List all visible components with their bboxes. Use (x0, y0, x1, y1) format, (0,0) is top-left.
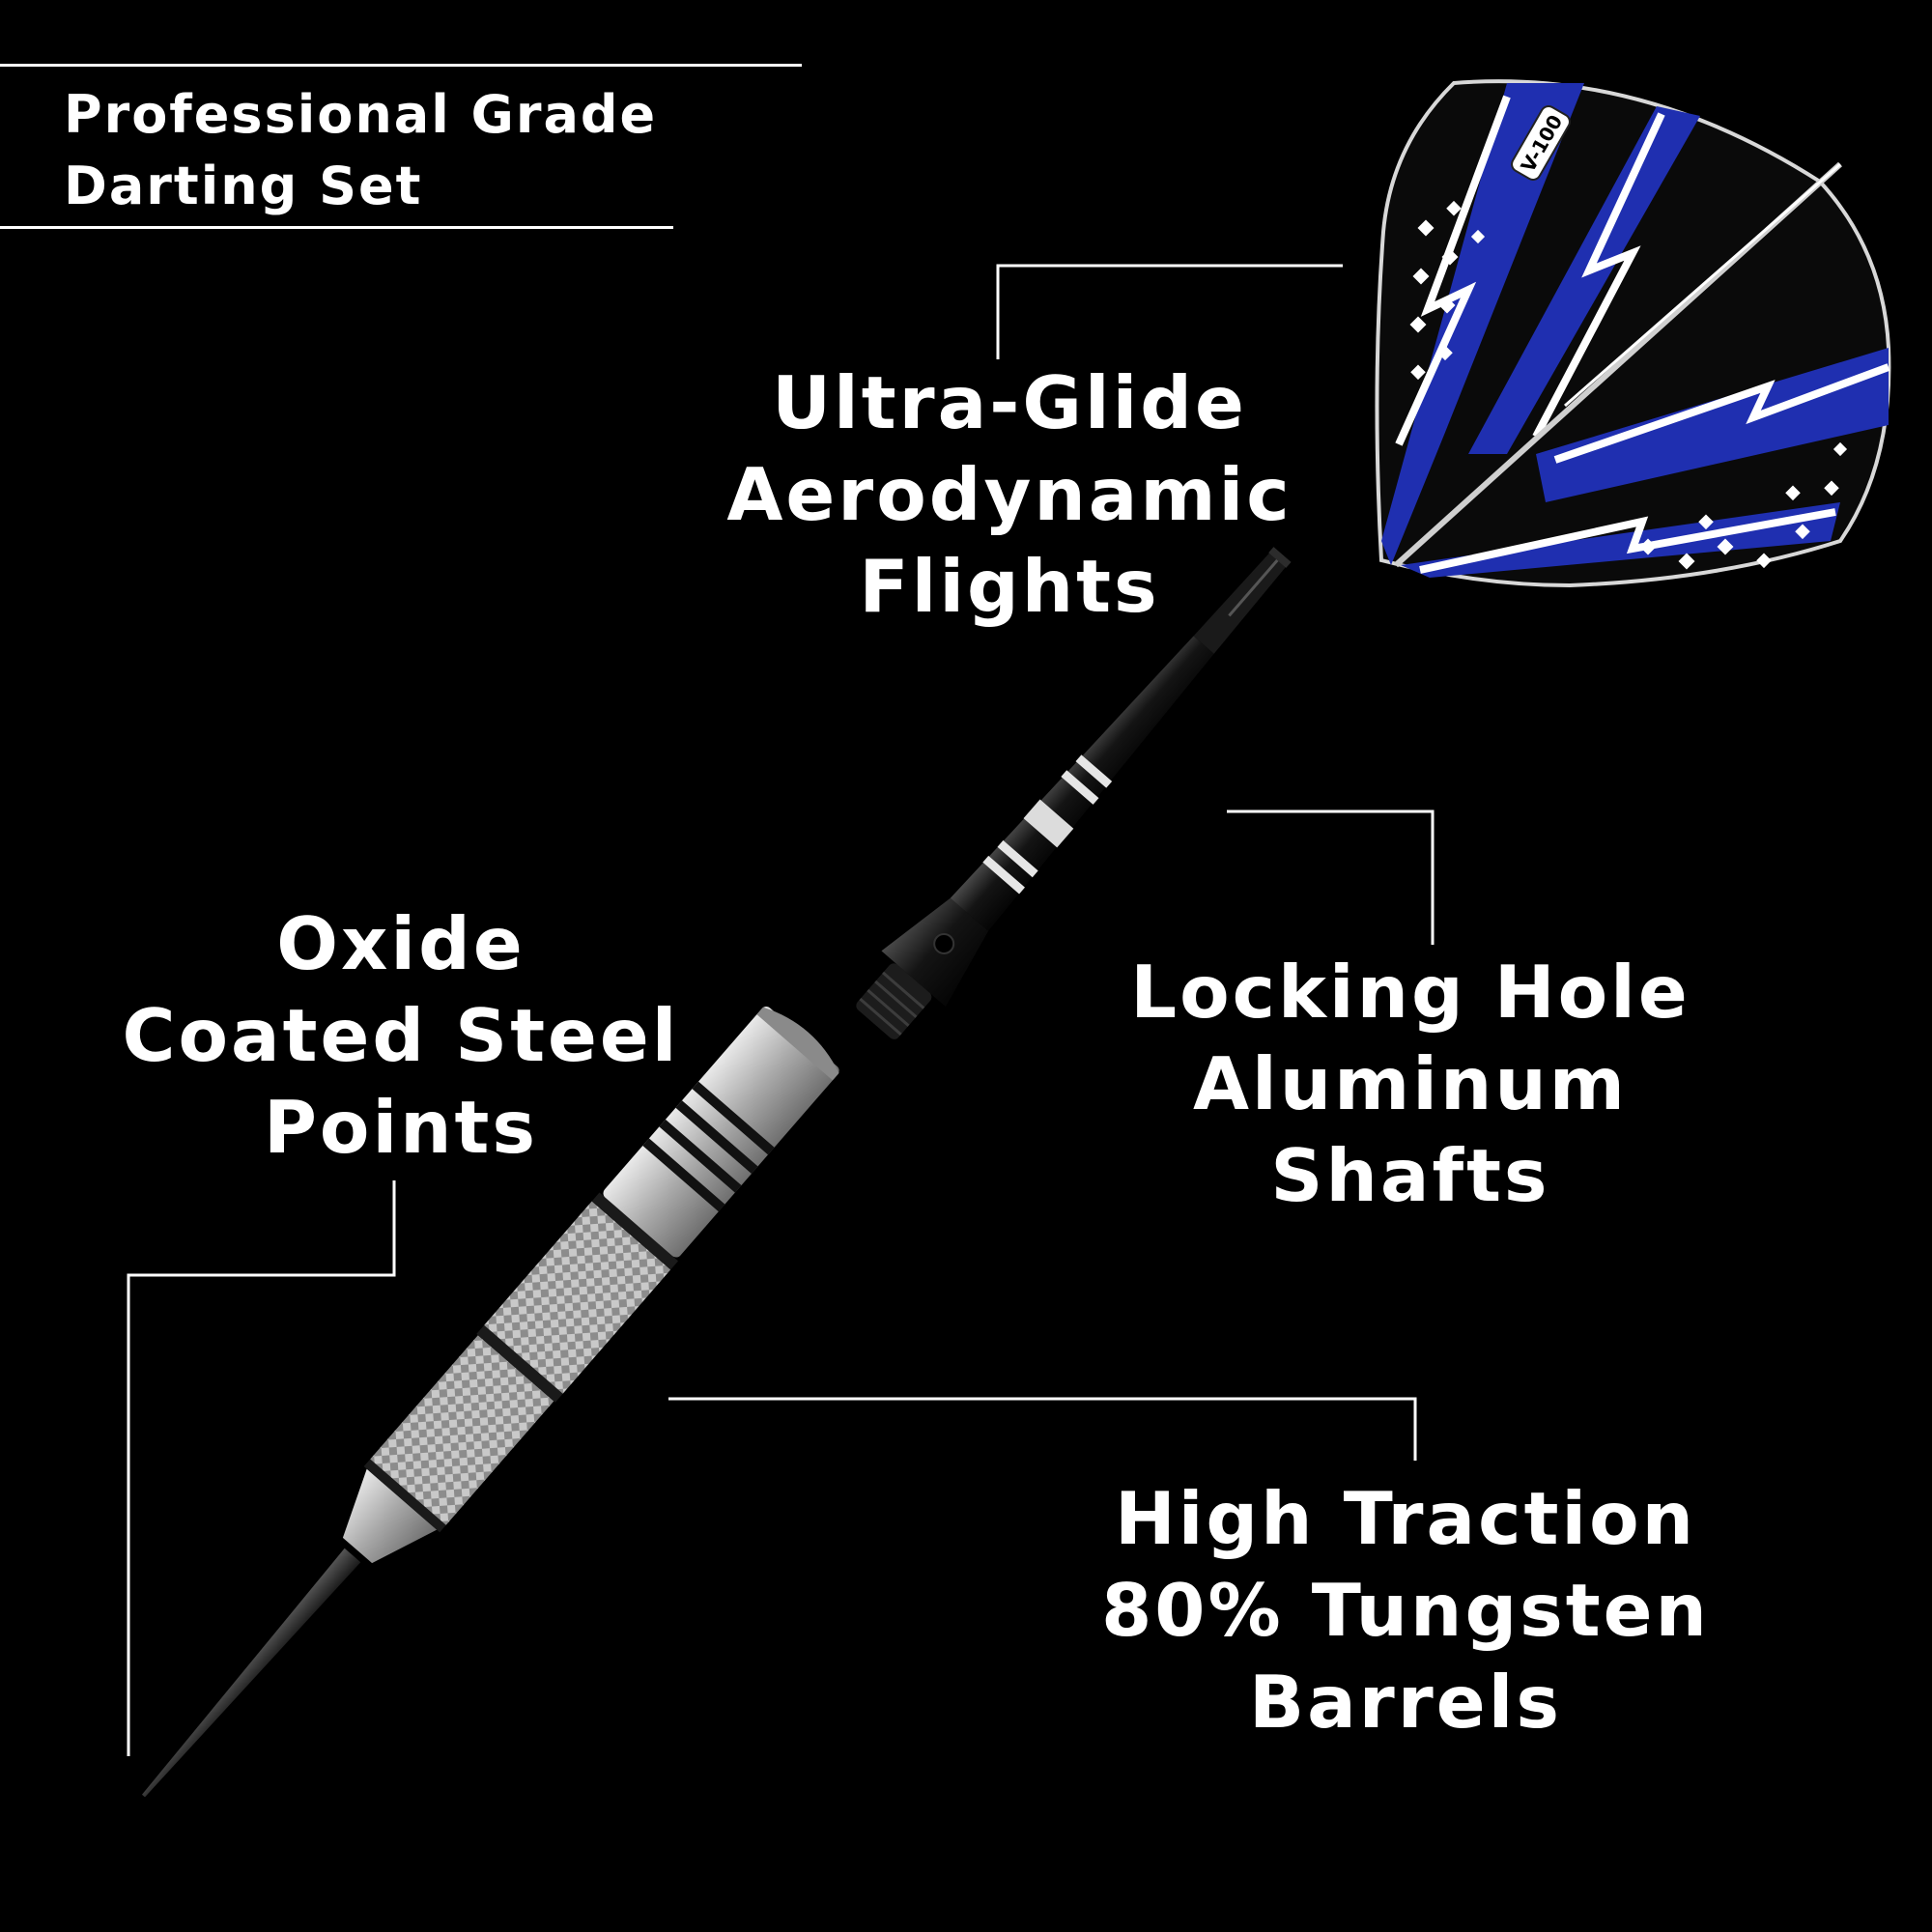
points-callout: Oxide Coated Steel Points (87, 898, 715, 1174)
shafts-leader-line (1227, 810, 1435, 945)
header-title: Professional Grade Darting Set (64, 79, 657, 222)
flights-callout-line-3: Flights (859, 544, 1160, 629)
flight-graphic: V-100 (1375, 79, 1891, 588)
tungsten-barrel (342, 1007, 839, 1564)
shafts-callout: Locking Hole Aluminum Shafts (1092, 947, 1729, 1222)
barrels-callout-line-1: High Traction (1114, 1476, 1697, 1561)
flights-callout-line-1: Ultra-Glide (772, 360, 1247, 445)
shafts-callout-line-3: Shafts (1270, 1133, 1550, 1218)
barrels-leader-line (668, 1397, 1417, 1461)
barrels-callout: High Traction 80% Tungsten Barrels (1072, 1473, 1739, 1748)
flights-callout: Ultra-Glide Aerodynamic Flights (676, 357, 1343, 633)
shafts-callout-line-1: Locking Hole (1130, 950, 1690, 1035)
header-rule-top (0, 64, 802, 67)
flights-leader-line (996, 264, 1343, 359)
points-callout-line-1: Oxide (276, 901, 526, 986)
flights-callout-line-2: Aerodynamic (726, 452, 1293, 537)
header-line-2: Darting Set (64, 156, 423, 216)
barrels-callout-line-2: 80% Tungsten (1101, 1568, 1710, 1653)
header-rule-bottom (0, 226, 673, 229)
steel-point (141, 1548, 361, 1798)
aluminum-shaft (856, 547, 1292, 1039)
points-callout-line-3: Points (263, 1085, 539, 1170)
points-leader-line (127, 1180, 396, 1756)
points-callout-line-2: Coated Steel (122, 993, 680, 1078)
barrels-callout-line-3: Barrels (1249, 1660, 1562, 1745)
header-line-1: Professional Grade (64, 84, 658, 145)
shafts-callout-line-2: Aluminum (1193, 1041, 1628, 1126)
